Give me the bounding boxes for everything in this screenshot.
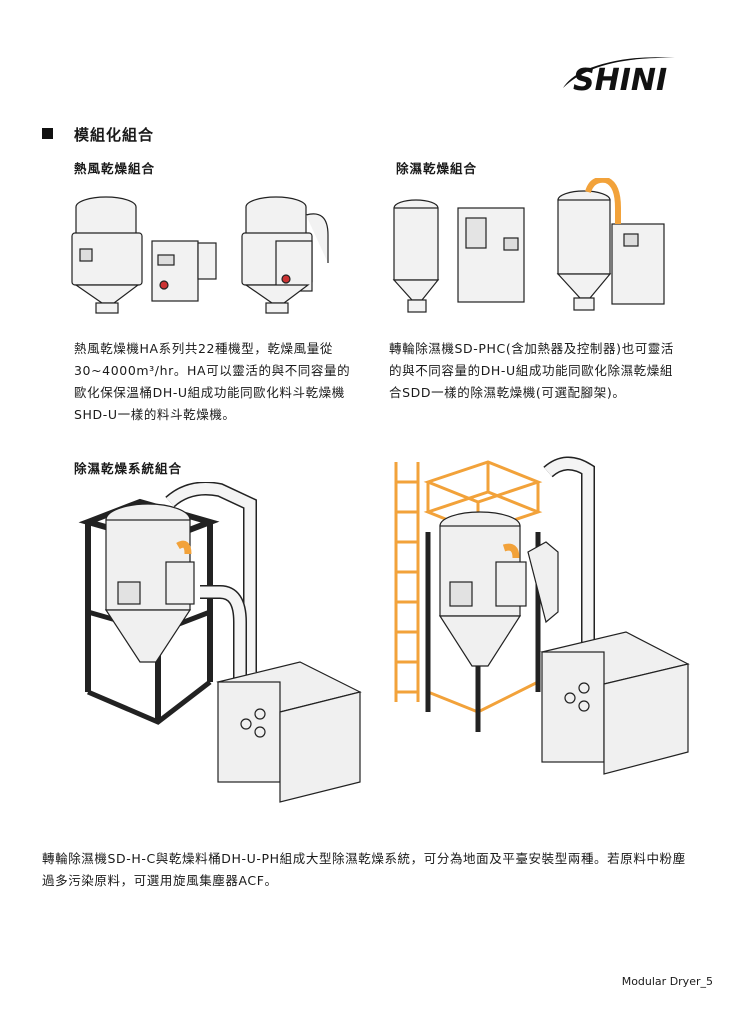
page-footer: Modular Dryer_5 (621, 975, 713, 988)
hot-air-paragraph: 熱風乾燥機HA系列共22種機型，乾燥風量從30~4000m³/hr。HA可以靈活… (74, 341, 351, 422)
section-marker (42, 128, 53, 139)
floor-system-illustration (78, 482, 362, 803)
hot-air-heading: 熱風乾燥組合 (74, 161, 156, 176)
section-title: 模組化組合 (74, 126, 155, 144)
system-heading: 除濕乾燥系統組合 (74, 461, 183, 476)
system-paragraph: 轉輪除濕機SD-H-C與乾燥料桶DH-U-PH組成大型除濕乾燥系統，可分為地面及… (42, 851, 686, 888)
dehumid-combination-illustration (392, 178, 665, 313)
dehumid-paragraph: 轉輪除濕機SD-PHC(含加熱器及控制器)也可靈活的與不同容量的DH-U組成功能… (389, 341, 674, 400)
dehumid-heading: 除濕乾燥組合 (396, 161, 478, 176)
shini-logo: SHINI (563, 57, 675, 98)
platform-system-illustration (394, 456, 690, 775)
logo-text: SHINI (573, 63, 667, 98)
hot-air-combination-illustration (71, 196, 329, 314)
